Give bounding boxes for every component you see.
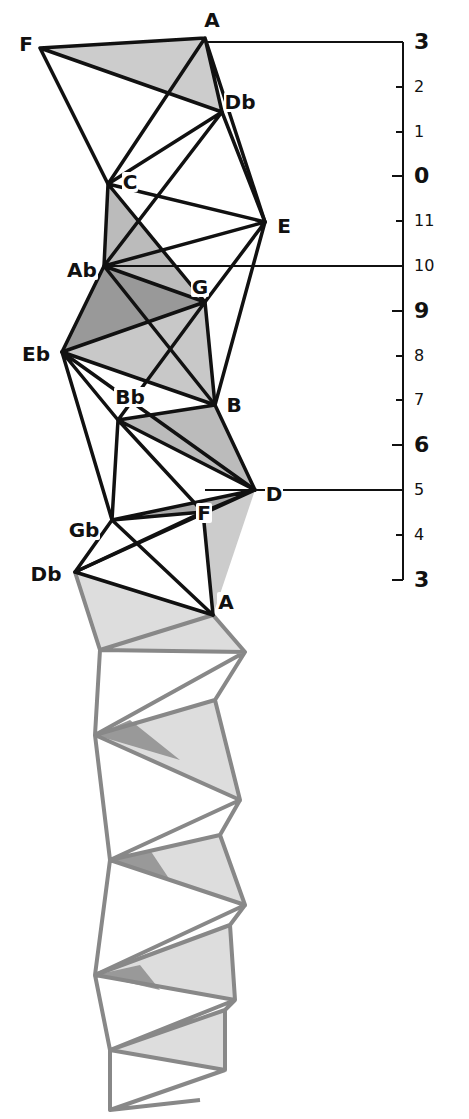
note-label: D	[265, 484, 284, 504]
scale-number: 5	[414, 482, 424, 498]
scale-number: 3	[414, 31, 429, 53]
scale-number: 1	[414, 124, 424, 140]
scale-number: 4	[414, 527, 424, 543]
scale-number: 3	[414, 569, 429, 591]
note-label: Bb	[114, 387, 146, 407]
note-label: B	[225, 395, 242, 415]
note-label: C	[122, 172, 139, 192]
scale-number: 2	[414, 79, 424, 95]
scale-number: 7	[414, 392, 424, 408]
scale-number: 6	[414, 434, 429, 456]
note-label: Db	[224, 92, 257, 112]
note-label: A	[203, 10, 220, 30]
note-label: E	[276, 216, 292, 236]
scale-number: 10	[414, 258, 434, 274]
note-label: F	[196, 503, 212, 523]
note-label: Eb	[21, 344, 51, 364]
scale-number: 8	[414, 348, 424, 364]
note-label: Gb	[68, 520, 101, 540]
note-label: Db	[30, 564, 63, 584]
scale-number: 9	[414, 300, 429, 322]
scale-number: 11	[414, 213, 434, 229]
note-label: F	[18, 34, 34, 54]
note-label: G	[191, 277, 209, 297]
note-label: Ab	[66, 260, 98, 280]
note-label: A	[217, 592, 234, 612]
scale-number: 0	[414, 165, 429, 187]
